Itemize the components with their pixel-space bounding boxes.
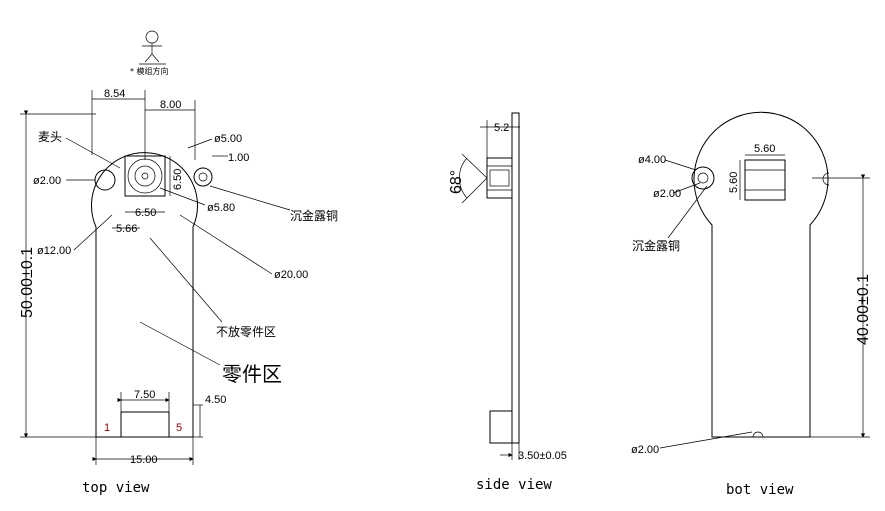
angle-68: 68° [448, 170, 465, 194]
bot-center-square [744, 159, 786, 201]
label-chenjin-top: 沉金露铜 [290, 208, 338, 223]
bot-view: 5.60 5.60 ø4.00 ø2.00 沉金露铜 40.00±0.1 ø2.… [631, 111, 872, 498]
pin-1-label: 1 [104, 422, 110, 434]
side-board [511, 112, 520, 444]
side-view: 5.2 68° 3.50±0.05 side view [448, 112, 567, 493]
stick-figure-icon [139, 30, 166, 65]
top-connector [120, 411, 170, 438]
dim-40-00: 40.00±0.1 [855, 274, 872, 345]
dim-dia-20-00: ø20.00 [274, 269, 308, 281]
top-right-hole [193, 167, 213, 187]
side-connector [489, 410, 513, 444]
dim-dia-2-00-bottom: ø2.00 [631, 444, 659, 456]
dim-dia-2-00: ø2.00 [33, 175, 61, 187]
label-maitou: 麦头 [38, 130, 62, 144]
top-view: * 模组方向 8.54 8.00 麦头 ø5.00 1.00 [19, 30, 338, 496]
dim-1-00: 1.00 [228, 152, 249, 164]
bot-board-outline [693, 111, 829, 438]
side-lens-block [486, 157, 513, 199]
label-chenjin-bot: 沉金露铜 [632, 238, 680, 253]
dim-6-50-vertical: 6.50 [172, 169, 184, 190]
top-view-caption: top view [82, 480, 150, 496]
dim-5-66: 5.66 [116, 223, 137, 235]
orientation-label: * 模组方向 [130, 66, 169, 76]
label-parts-zone: 零件区 [222, 362, 282, 386]
bot-left-hole [691, 166, 715, 190]
dim-5-2: 5.2 [494, 122, 509, 134]
dim-8-54: 8.54 [104, 88, 125, 100]
dim-4-50: 4.50 [205, 394, 226, 406]
dim-15-00: 15.00 [130, 454, 158, 466]
side-view-caption: side view [476, 477, 552, 493]
dim-dia-12-00: ø12.00 [37, 245, 71, 257]
label-no-parts-zone: 不放零件区 [216, 324, 276, 339]
pin-5-label: 5 [176, 422, 182, 434]
dim-dia-5-00: ø5.00 [214, 133, 242, 145]
dim-dia-2-00: ø2.00 [653, 188, 681, 200]
top-lens-square [124, 155, 166, 197]
dim-5-60-vertical: 5.60 [728, 172, 740, 193]
bot-view-caption: bot view [726, 482, 794, 498]
dim-5-60-horizontal: 5.60 [754, 143, 775, 155]
dim-dia-4-00: ø4.00 [638, 154, 666, 166]
top-board-outline [91, 152, 198, 438]
dim-50-00: 50.00±0.1 [19, 247, 36, 318]
dim-6-50-horizontal: 6.50 [135, 207, 156, 219]
dim-3-50: 3.50±0.05 [518, 450, 567, 462]
dim-8-00: 8.00 [160, 99, 181, 111]
dim-dia-5-80: ø5.80 [207, 202, 235, 214]
dim-7-50: 7.50 [134, 389, 155, 401]
